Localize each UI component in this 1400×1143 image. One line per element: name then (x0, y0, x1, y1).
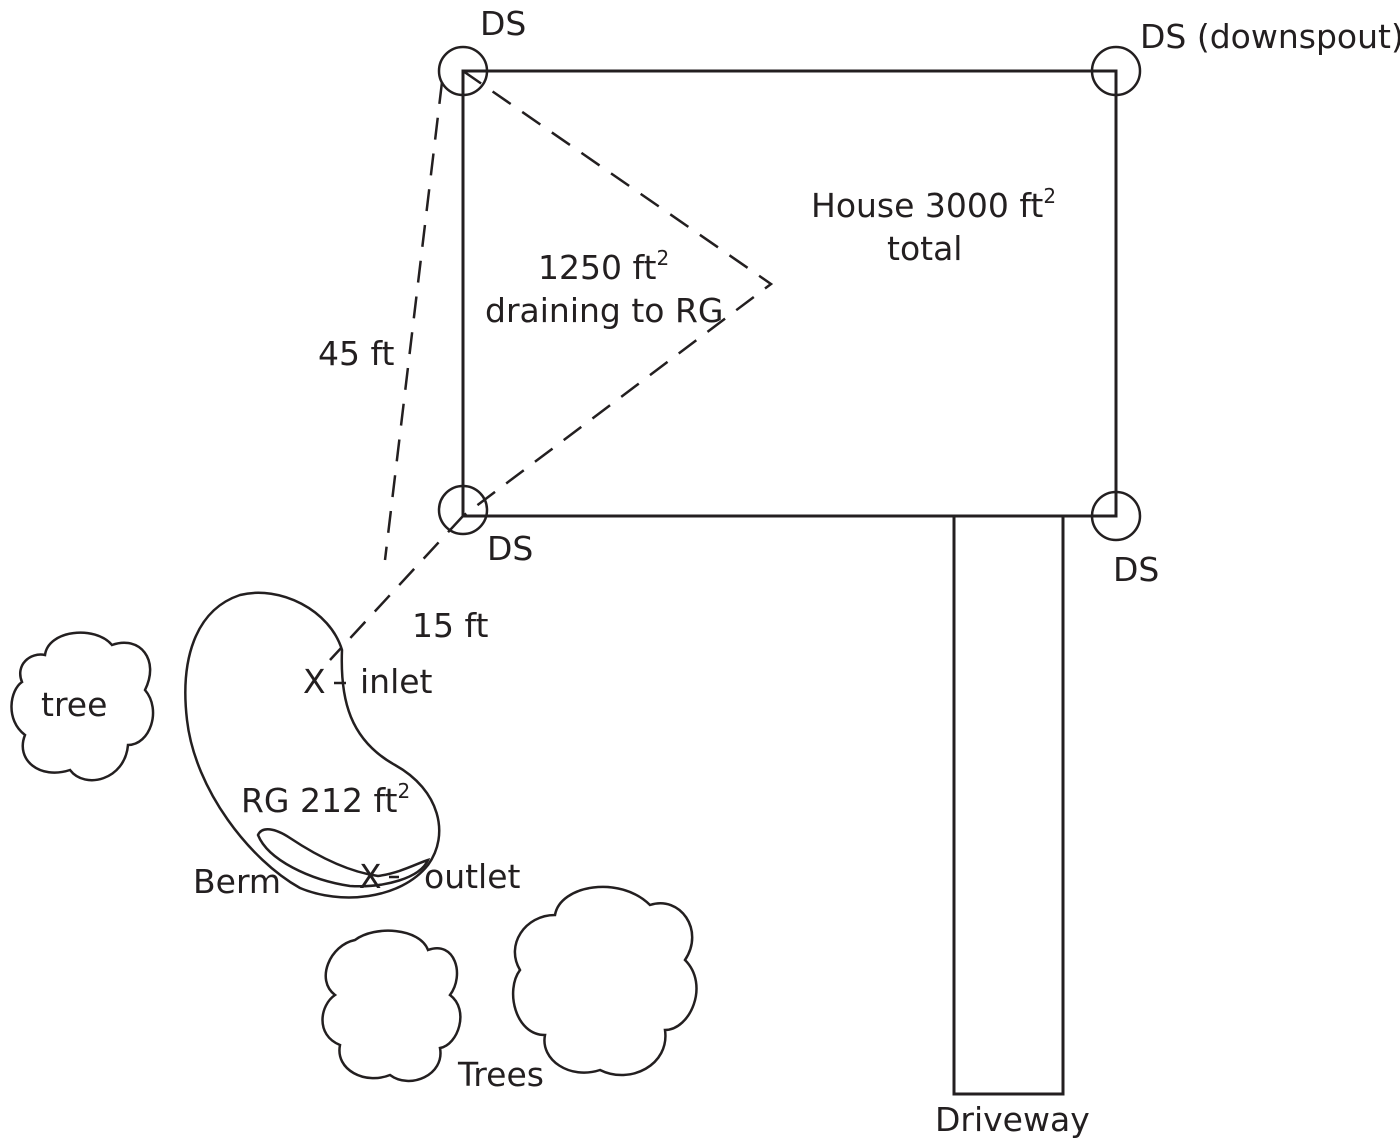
label-drain-target: draining to RG (485, 291, 723, 330)
label-ds-bottom-left: DS (487, 529, 533, 568)
house-outline (461, 69, 1118, 518)
tree-small-outline (321, 929, 462, 1083)
distance-line-15ft (329, 515, 464, 661)
label-drain-area: 1250 ft2 (538, 246, 669, 287)
rain-garden-outline (184, 591, 441, 899)
label-driveway: Driveway (935, 1100, 1090, 1139)
drainage-area-boundary (462, 69, 774, 517)
label-inlet: inlet (360, 662, 433, 701)
distance-line-45ft (383, 81, 444, 561)
berm-outline (256, 828, 431, 888)
label-distance-15ft: 15 ft (412, 606, 489, 645)
label-house-area: House 3000 ft2 (811, 184, 1056, 225)
tree-left-outline (10, 631, 155, 782)
downspout-bottom-left (437, 484, 489, 536)
downspout-top-right (1090, 45, 1142, 97)
label-tree: tree (41, 685, 107, 724)
label-house-total: total (887, 229, 962, 268)
label-berm: Berm (193, 862, 281, 901)
downspout-top-left (437, 45, 489, 97)
label-ds-top-right: DS (downspout) (1140, 17, 1400, 56)
label-rg-area: RG 212 ft2 (241, 779, 410, 820)
tree-large-outline (511, 885, 698, 1077)
label-outlet: outlet (424, 857, 521, 896)
label-outlet-x: X (359, 857, 382, 896)
downspout-bottom-right (1090, 490, 1142, 542)
label-trees: Trees (457, 1055, 544, 1094)
label-inlet-x: X (303, 662, 326, 701)
label-ds-top-left: DS (480, 4, 526, 43)
label-ds-bottom-right: DS (1113, 550, 1159, 589)
label-distance-45ft: 45 ft (318, 334, 395, 373)
driveway-outline (952, 514, 1065, 1096)
